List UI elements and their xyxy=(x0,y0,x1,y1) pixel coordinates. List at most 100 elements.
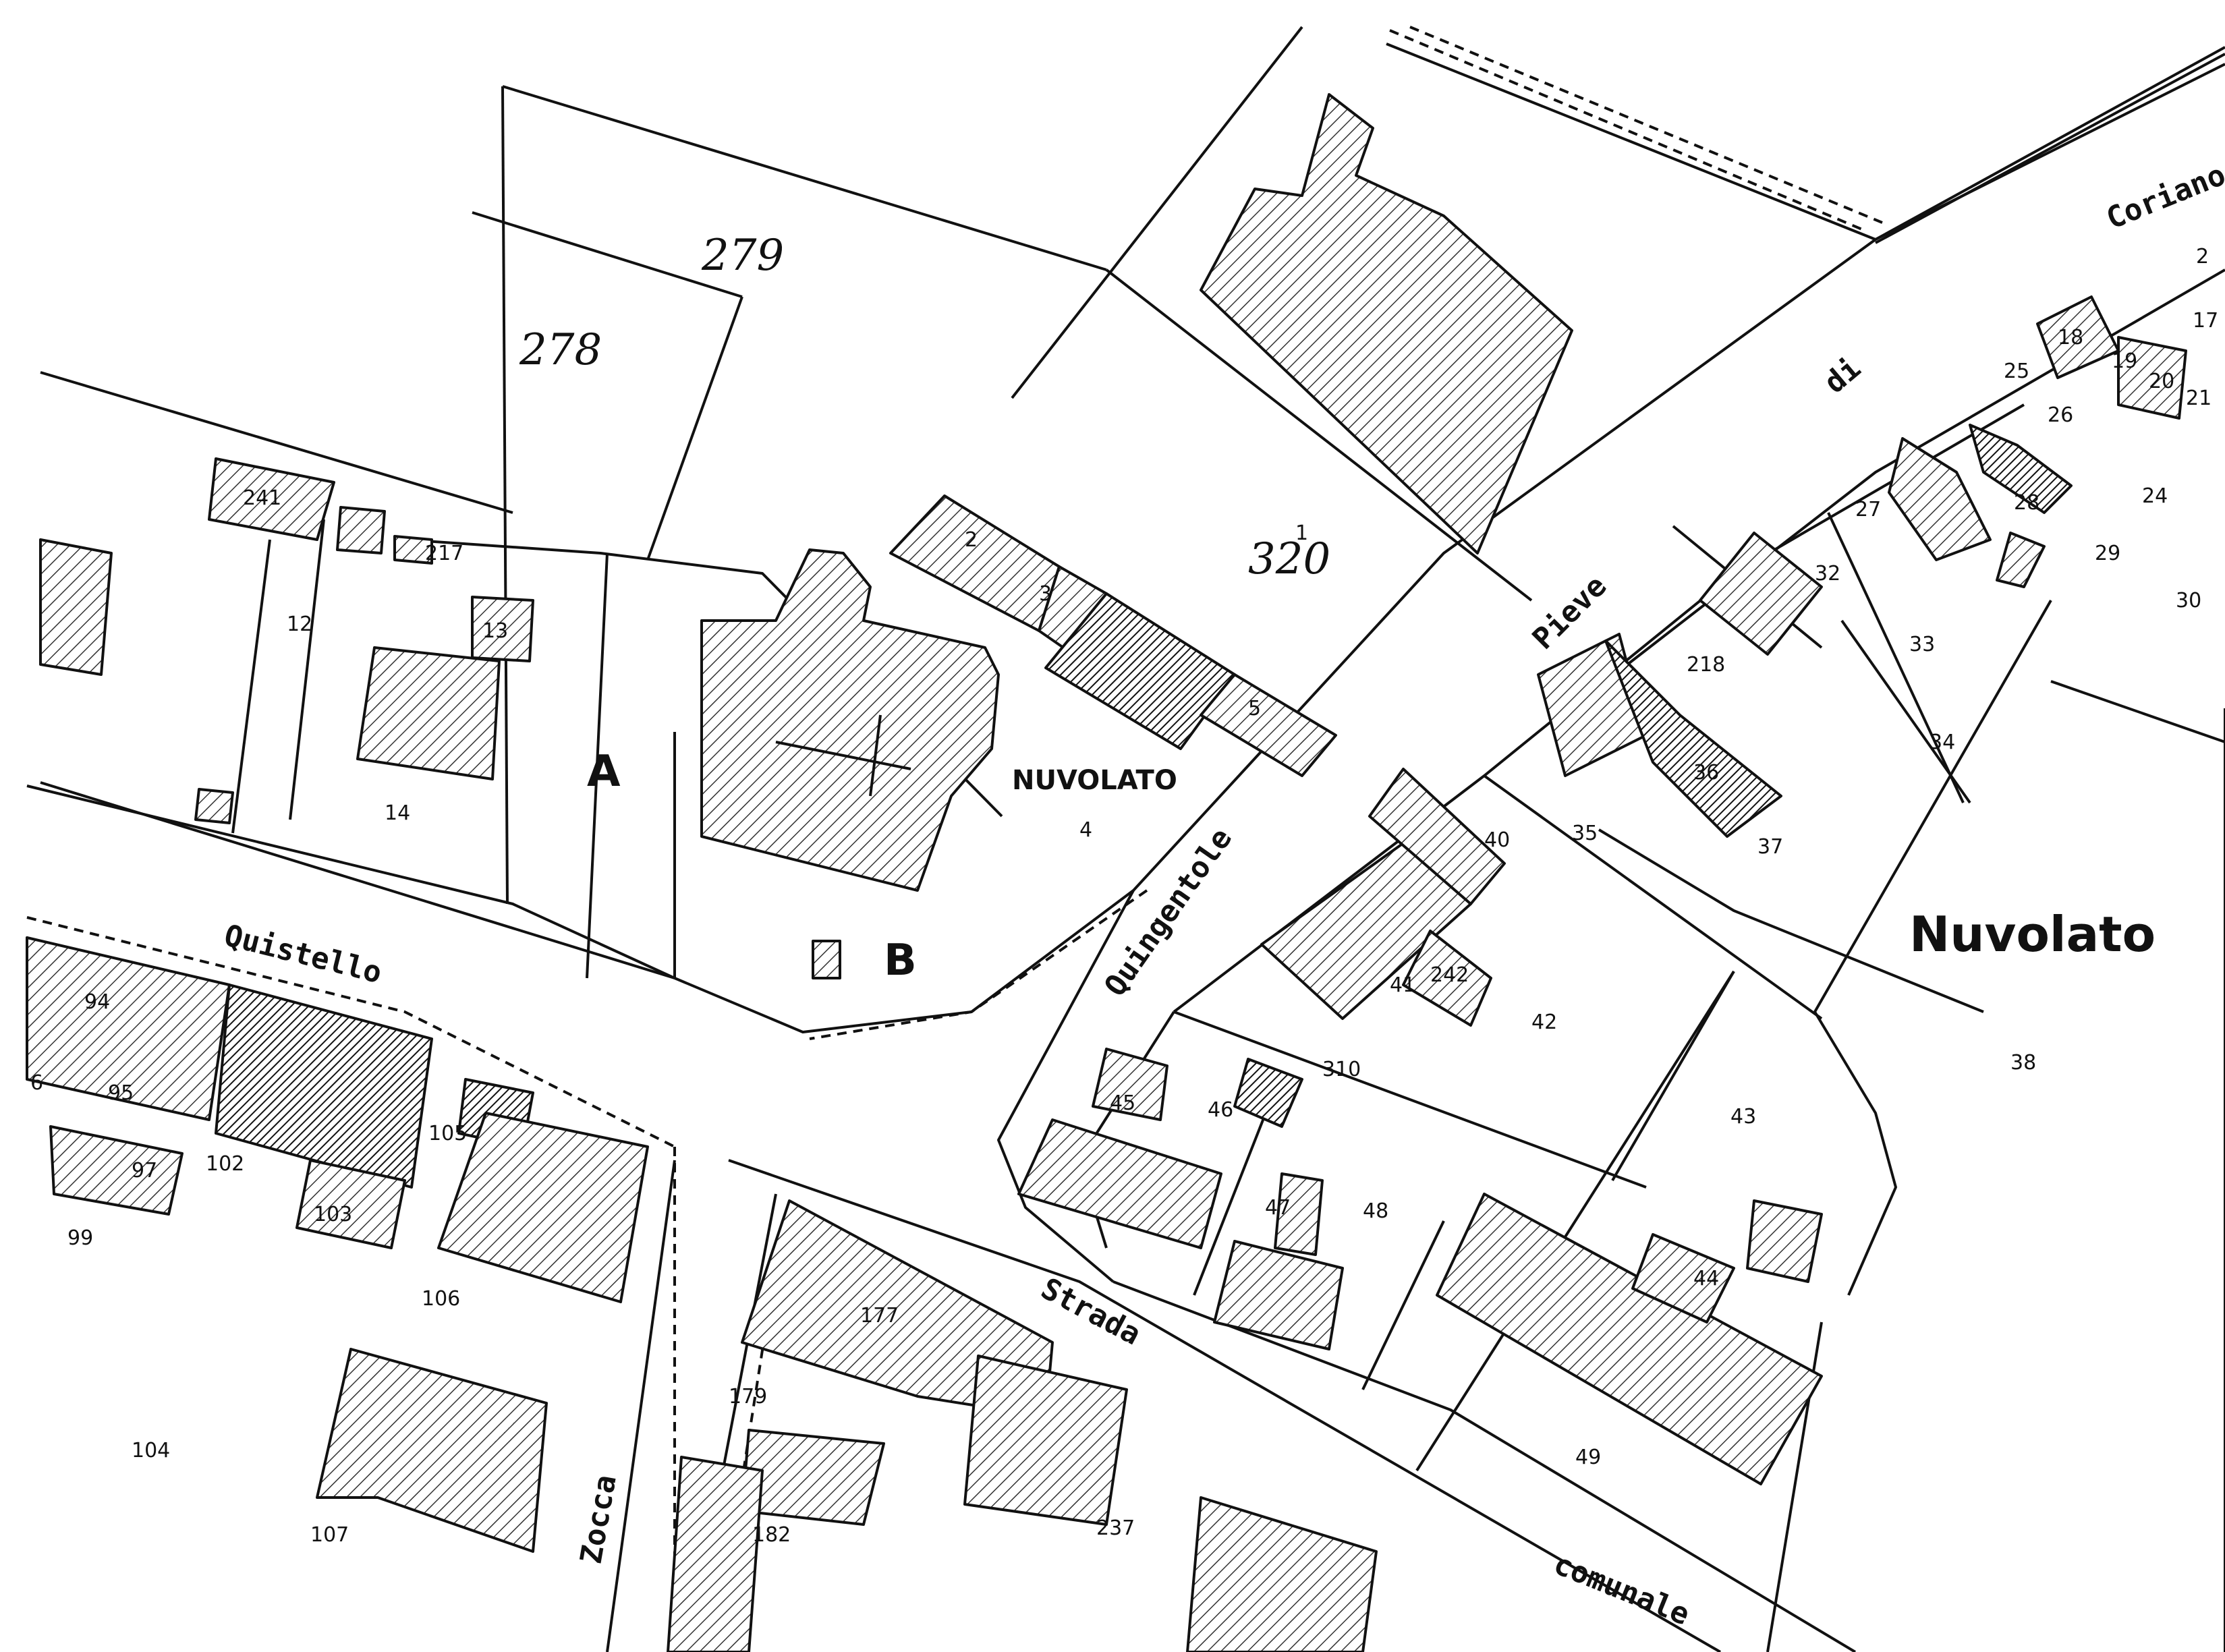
building-left-edge xyxy=(39,538,113,676)
handwritten-numbers: 279 278 320 xyxy=(519,231,1330,584)
marker-a: A xyxy=(587,747,621,797)
handwritten-279: 279 xyxy=(701,231,784,281)
building-13 xyxy=(471,596,534,662)
parcel-3: 3 xyxy=(1039,582,1052,606)
building-103 xyxy=(295,1159,406,1249)
street-comunale: comunale xyxy=(1549,1547,1695,1632)
building-26 xyxy=(1969,424,2073,514)
building-217 xyxy=(393,535,433,565)
parcel-177: 177 xyxy=(860,1304,899,1328)
parcel-102: 102 xyxy=(206,1152,244,1176)
building-32 xyxy=(1699,532,1823,656)
parcel-4: 4 xyxy=(1079,818,1092,842)
parcel-42: 42 xyxy=(1531,1010,1557,1034)
building-97 xyxy=(49,1125,184,1216)
parcel-241: 241 xyxy=(243,486,281,510)
parcel-310: 310 xyxy=(1322,1058,1361,1081)
parcel-32: 32 xyxy=(1815,562,1840,586)
parcel-18: 18 xyxy=(2058,326,2083,349)
parcel-182: 182 xyxy=(752,1523,791,1547)
building-241 xyxy=(208,457,335,541)
parcel-14: 14 xyxy=(385,801,410,825)
parcel-21: 21 xyxy=(2186,387,2212,410)
parcel-99: 99 xyxy=(67,1226,93,1250)
building-19-20 xyxy=(2117,336,2187,420)
church xyxy=(700,548,1000,892)
parcel-45: 45 xyxy=(1110,1091,1135,1115)
parcel-44: 44 xyxy=(1693,1267,1719,1290)
parcel-34: 34 xyxy=(1930,731,1955,754)
parcel-94: 94 xyxy=(84,990,110,1014)
place-nuvolato: Nuvolato xyxy=(1909,906,2156,963)
building-40 xyxy=(1368,768,1506,905)
building-small-a xyxy=(336,506,386,554)
building-45-block xyxy=(1017,1118,1222,1249)
parcel-46: 46 xyxy=(1208,1098,1233,1122)
parcel-218: 218 xyxy=(1687,653,1725,677)
building-small-b xyxy=(194,788,234,824)
right-parcels xyxy=(1173,512,2225,1652)
building-102-dense xyxy=(215,984,433,1189)
parcel-27: 27 xyxy=(1855,498,1881,521)
parcel-20: 20 xyxy=(2149,370,2174,393)
parcel-36: 36 xyxy=(1693,761,1719,785)
building-5 xyxy=(1200,673,1337,777)
parcel-95: 95 xyxy=(108,1081,134,1105)
parcel-41: 41 xyxy=(1390,973,1415,997)
building-nuvolato-dense xyxy=(1044,592,1236,750)
church-cross-icon xyxy=(775,714,911,797)
buildings xyxy=(26,93,2187,1652)
parcel-numbers: 241 217 12 13 14 2 3 5 4 1 18 19 20 21 1… xyxy=(30,245,2218,1547)
parcel-35: 35 xyxy=(1572,822,1598,845)
handwritten-320: 320 xyxy=(1248,534,1330,584)
parcel-29: 29 xyxy=(2095,542,2120,565)
building-45 xyxy=(1092,1048,1168,1121)
building-top-right xyxy=(1200,93,1573,554)
parcel-104: 104 xyxy=(132,1439,170,1462)
parcel-37: 37 xyxy=(1757,835,1783,859)
street-coriano: Coriano xyxy=(2102,157,2225,236)
building-bottom-center xyxy=(1186,1496,1378,1652)
parcel-179: 179 xyxy=(729,1385,767,1408)
parcel-48: 48 xyxy=(1363,1199,1388,1223)
parcel-237: 237 xyxy=(1096,1516,1135,1540)
building-94 xyxy=(26,936,231,1121)
parcel-40: 40 xyxy=(1484,828,1510,852)
place-labels: NUVOLATO Nuvolato A B xyxy=(587,747,2156,986)
building-237 xyxy=(963,1355,1128,1526)
parcel-6: 6 xyxy=(30,1071,43,1095)
building-36 xyxy=(1604,639,1782,838)
parcel-19: 19 xyxy=(2112,349,2137,373)
parcel-217: 217 xyxy=(425,542,463,565)
building-14 xyxy=(356,646,501,780)
street-zocca: Zocca xyxy=(574,1473,623,1566)
parcel-107: 107 xyxy=(310,1523,349,1547)
building-104-block xyxy=(316,1348,548,1553)
parcel-22: 2 xyxy=(2196,245,2209,268)
place-nuvolato-caps: NUVOLATO xyxy=(1012,765,1177,796)
parcel-26: 26 xyxy=(2048,403,2073,427)
building-28 xyxy=(1996,532,2046,588)
parcel-105: 105 xyxy=(428,1122,467,1145)
parcel-13: 13 xyxy=(482,619,508,643)
building-44 xyxy=(1631,1233,1735,1323)
parcel-28: 28 xyxy=(2014,491,2039,515)
parcel-97: 97 xyxy=(132,1159,157,1183)
parcel-106: 106 xyxy=(422,1287,460,1311)
building-44-tower xyxy=(1746,1199,1823,1283)
marker-b: B xyxy=(884,936,917,986)
parcel-boundaries xyxy=(40,26,1876,979)
building-179 xyxy=(741,1429,885,1526)
building-46 xyxy=(1233,1058,1303,1128)
building-106-block xyxy=(437,1112,649,1303)
parcel-24: 24 xyxy=(2142,484,2168,508)
building-b xyxy=(812,940,841,979)
parcel-12: 12 xyxy=(287,613,312,636)
building-27 xyxy=(1888,437,1992,561)
parcel-1: 1 xyxy=(1295,521,1308,545)
parcel-242: 242 xyxy=(1430,963,1469,987)
building-47 xyxy=(1274,1172,1324,1256)
building-2 xyxy=(889,494,1061,632)
parcel-2: 2 xyxy=(965,528,978,552)
